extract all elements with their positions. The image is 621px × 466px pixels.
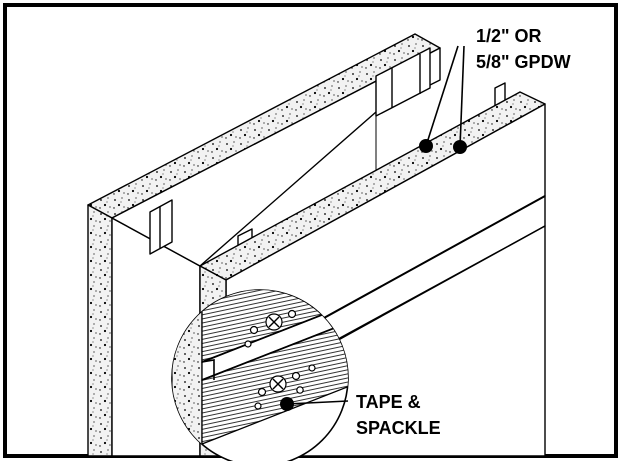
tape-label-line1: TAPE & bbox=[356, 392, 421, 412]
magnified-detail bbox=[171, 289, 349, 466]
left-board-edge bbox=[87, 204, 113, 457]
leader-gypsum bbox=[425, 45, 465, 148]
callout-dot-tape bbox=[280, 397, 294, 411]
stud-far bbox=[375, 47, 431, 117]
tape-label-line2: SPACKLE bbox=[356, 418, 441, 438]
gypsum-label-line1: 1/2" OR bbox=[476, 26, 542, 46]
callout-dot-gypsum-2 bbox=[453, 140, 467, 154]
leader-tape bbox=[286, 400, 349, 405]
callout-dot-gypsum-1 bbox=[419, 139, 433, 153]
gypsum-label-line2: 5/8" GPDW bbox=[476, 52, 571, 72]
stud-near bbox=[149, 199, 173, 255]
